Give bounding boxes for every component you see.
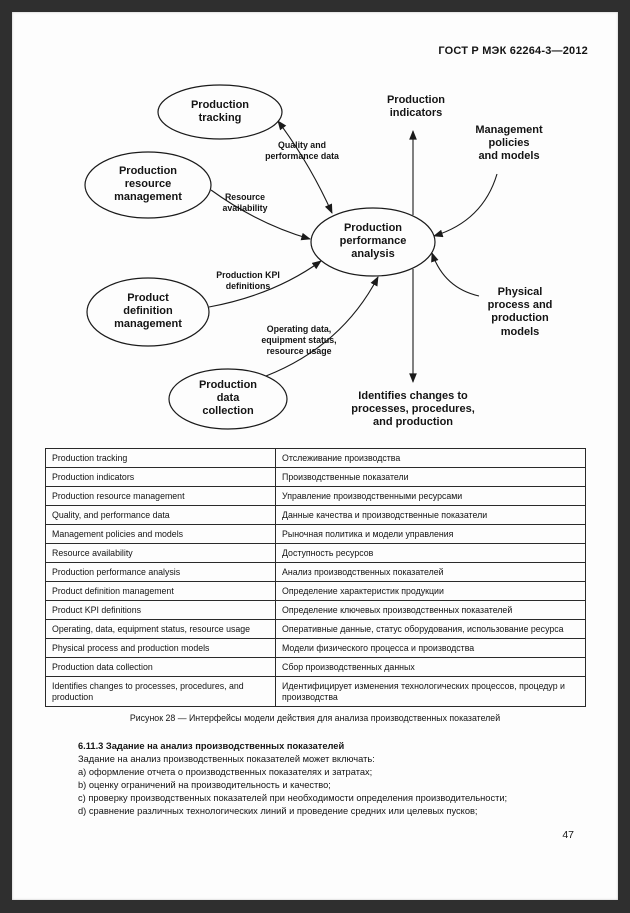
table-cell-en: Production resource management <box>45 485 276 506</box>
table-cell-ru: Данные качества и производственные показ… <box>275 504 586 525</box>
table-cell-ru: Производственные показатели <box>275 466 586 487</box>
list-item-b: b) оценку ограничений на производительно… <box>78 780 331 791</box>
table-cell-en: Product definition management <box>45 580 276 601</box>
section-intro: Задание на анализ производственных показ… <box>78 754 375 765</box>
production-performance-analysis-label: Production performance analysis <box>339 222 407 261</box>
table-cell-en: Identifies changes to processes, procedu… <box>45 675 276 707</box>
physical-process-label: Physical process and production models <box>487 286 553 338</box>
production-resource-management-label: Production resource management <box>114 165 182 204</box>
table-row: Management policies and models Рыночная … <box>45 523 586 544</box>
table-row: Identifies changes to processes, procedu… <box>45 675 586 707</box>
production-data-collection-ellipse <box>168 368 288 430</box>
table-cell-ru: Определение характеристик продукции <box>275 580 586 601</box>
table-cell-en: Physical process and production models <box>45 637 276 658</box>
table-row: Product definition management Определени… <box>45 580 586 601</box>
table-row: Quality, and performance data Данные кач… <box>45 504 586 525</box>
table-cell-ru: Управление производственными ресурсами <box>275 485 586 506</box>
section-heading: 6.11.3 Задание на анализ производственны… <box>78 741 345 751</box>
table-cell-ru: Сбор производственных данных <box>275 656 586 677</box>
document-code: ГОСТ Р МЭК 62264-3—2012 <box>438 45 588 57</box>
table-cell-ru: Определение ключевых производственных по… <box>275 599 586 620</box>
table-row: Product KPI definitions Определение ключ… <box>45 599 586 620</box>
arrow-quality-performance-data <box>277 120 333 214</box>
product-definition-management-label: Product definition management <box>114 292 182 331</box>
table-row: Production resource management Управлени… <box>45 485 586 506</box>
arrow-operating-data <box>265 276 379 377</box>
production-indicators-label: Production indicators <box>386 94 446 120</box>
table-cell-ru: Анализ производственных показателей <box>275 561 586 582</box>
table-row: Production performance analysis Анализ п… <box>45 561 586 582</box>
table-cell-ru: Рыночная политика и модели управления <box>275 523 586 544</box>
table-cell-en: Resource availability <box>45 542 276 563</box>
arrow-production-kpi-definitions <box>208 260 322 308</box>
table-cell-en: Production tracking <box>45 448 276 468</box>
product-definition-management-ellipse <box>86 277 210 347</box>
resource-availability-label: Resource availability <box>222 192 268 213</box>
table-row: Operating, data, equipment status, resou… <box>45 618 586 639</box>
diagram-canvas <box>84 84 498 430</box>
arrow-resource-availability <box>210 189 311 241</box>
translation-table: Production tracking Отслеживание произво… <box>45 448 586 707</box>
production-resource-management-ellipse <box>84 151 212 219</box>
scanned-page: ГОСТ Р МЭК 62264-3—2012 <box>12 12 618 900</box>
section-6-11-3: 6.11.3 Задание на анализ производственны… <box>78 740 594 818</box>
table-cell-ru: Доступность ресурсов <box>275 542 586 563</box>
table-cell-en: Operating, data, equipment status, resou… <box>45 618 276 639</box>
list-item-a: a) оформление отчета о производственных … <box>78 767 373 778</box>
table-cell-ru: Модели физического процесса и производст… <box>275 637 586 658</box>
table-row: Production indicators Производственные п… <box>45 466 586 487</box>
table-cell-en: Production data collection <box>45 656 276 677</box>
production-data-collection-label: Production data collection <box>198 379 258 418</box>
table-cell-ru: Оперативные данные, статус оборудования,… <box>275 618 586 639</box>
table-row: Production tracking Отслеживание произво… <box>45 448 586 468</box>
table-row: Resource availability Доступность ресурс… <box>45 542 586 563</box>
management-policies-label: Management policies and models <box>475 124 543 163</box>
table-cell-en: Management policies and models <box>45 523 276 544</box>
arrow-physical-process <box>431 252 480 297</box>
arrow-management-policies <box>433 173 498 238</box>
table-cell-ru: Отслеживание производства <box>275 448 586 468</box>
table-cell-en: Production indicators <box>45 466 276 487</box>
list-item-d: d) сравнение различных технологических л… <box>78 806 478 817</box>
figure-28-diagram: Production tracking Production resource … <box>42 74 607 446</box>
production-tracking-label: Production tracking <box>190 98 250 124</box>
quality-performance-data-label: Quality and performance data <box>265 140 339 161</box>
table-cell-ru: Идентифицирует изменения технологических… <box>275 675 586 707</box>
production-kpi-definitions-label: Production KPI definitions <box>216 270 280 291</box>
table-cell-en: Production performance analysis <box>45 561 276 582</box>
production-tracking-ellipse <box>157 84 283 140</box>
table-cell-en: Product KPI definitions <box>45 599 276 620</box>
table-row: Physical process and production models М… <box>45 637 586 658</box>
production-performance-analysis-ellipse <box>310 207 436 277</box>
table-cell-en: Quality, and performance data <box>45 504 276 525</box>
operating-data-label: Operating data, equipment status, resour… <box>261 324 337 356</box>
figure-caption: Рисунок 28 — Интерфейсы модели действия … <box>129 713 501 723</box>
identifies-changes-label: Identifies changes to processes, procedu… <box>351 390 475 429</box>
table-row: Production data collection Сбор производ… <box>45 656 586 677</box>
page-number: 47 <box>562 829 574 841</box>
list-item-c: c) проверку производственных показателей… <box>78 793 508 804</box>
